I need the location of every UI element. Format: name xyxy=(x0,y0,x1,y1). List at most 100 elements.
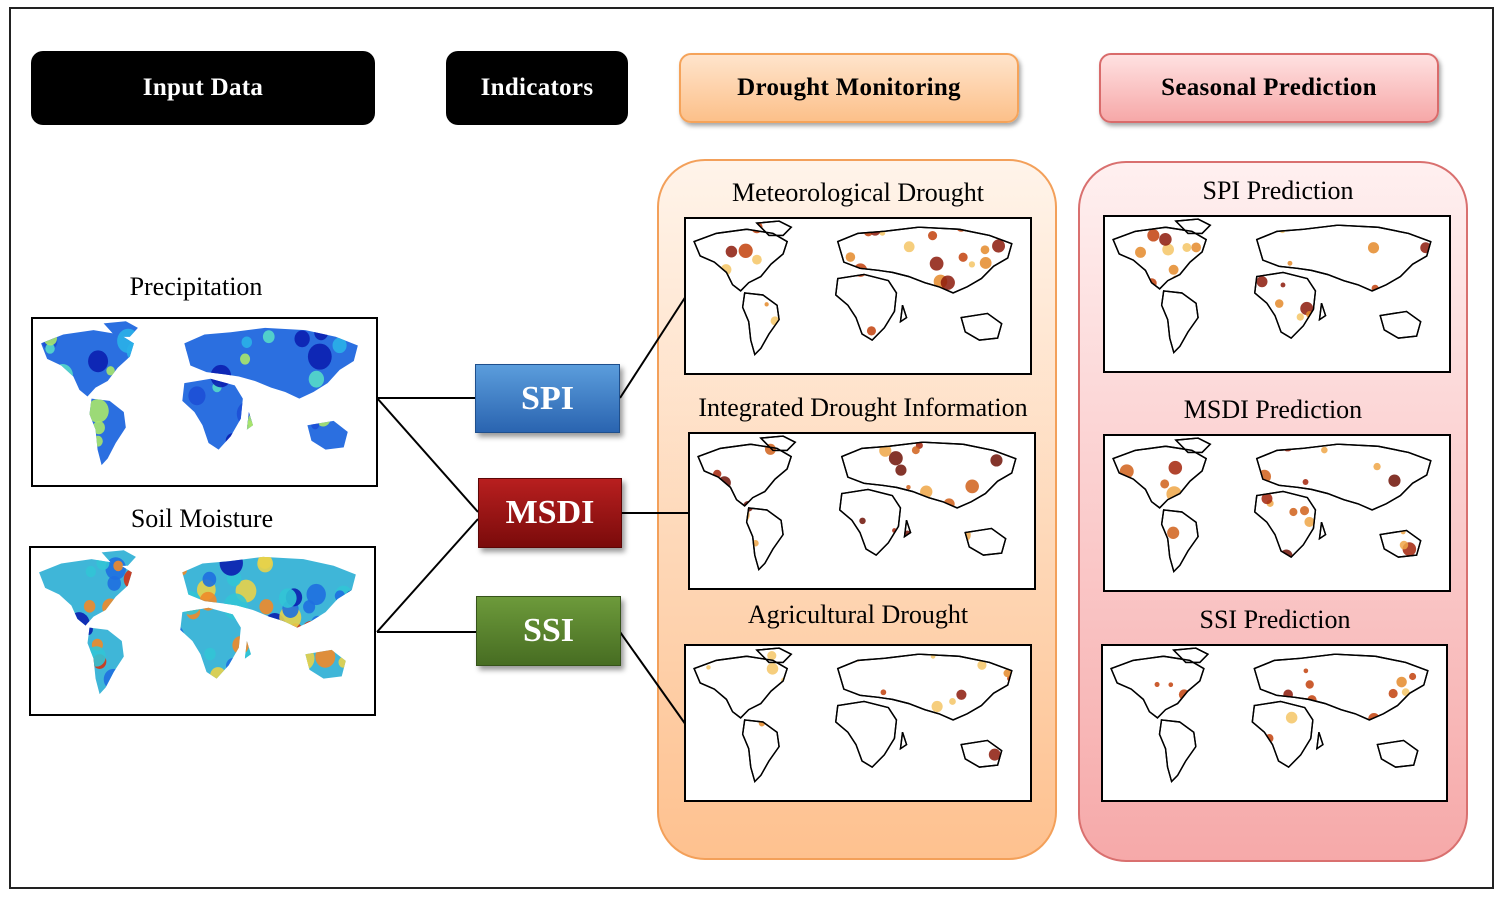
map-color-blob xyxy=(807,721,817,731)
map-color-blob xyxy=(702,505,708,511)
map-color-blob xyxy=(193,443,210,462)
map-color-blob xyxy=(307,343,332,370)
continent-outline xyxy=(1174,437,1212,454)
map-color-blob xyxy=(949,698,956,705)
spi-prediction-label: SPI Prediction xyxy=(1202,176,1354,205)
map-color-blob xyxy=(1388,688,1398,699)
map-color-blob xyxy=(1247,576,1251,581)
map-color-blob xyxy=(812,332,826,346)
map-color-blob xyxy=(1406,560,1421,572)
map-color-blob xyxy=(981,508,997,524)
map-color-blob xyxy=(826,554,840,568)
map-color-blob xyxy=(962,715,970,723)
map-color-blob xyxy=(1139,534,1155,551)
map-color-blob xyxy=(828,531,835,538)
map-color-blob xyxy=(1160,479,1170,489)
map-color-blob xyxy=(169,343,187,362)
map-color-blob xyxy=(1137,297,1151,311)
map-color-blob xyxy=(134,590,156,614)
map-color-blob xyxy=(880,689,887,696)
map-color-blob xyxy=(762,786,770,794)
continent-outline xyxy=(1251,700,1314,769)
map-color-blob xyxy=(136,639,149,653)
map-color-blob xyxy=(1409,672,1417,681)
map-color-blob xyxy=(727,529,737,539)
map-color-blob xyxy=(1195,729,1201,734)
map-color-blob xyxy=(124,358,141,377)
map-color-blob xyxy=(929,256,944,271)
map-color-blob xyxy=(41,460,57,466)
map-color-blob xyxy=(1401,688,1410,696)
map-color-blob xyxy=(764,443,776,455)
continent-shape xyxy=(1251,700,1314,769)
map-color-blob xyxy=(232,636,249,655)
continent-outline xyxy=(1174,218,1212,235)
continent-shape xyxy=(1379,310,1422,339)
header-input-data: Input Data xyxy=(31,51,375,125)
map-color-blob xyxy=(928,231,938,241)
map-color-blob xyxy=(1009,221,1012,234)
map-color-blob xyxy=(69,687,84,695)
world-map-graphic xyxy=(693,647,1013,794)
map-color-blob xyxy=(103,668,123,690)
map-color-blob xyxy=(1246,503,1254,511)
map-color-blob xyxy=(808,558,815,564)
map-color-blob xyxy=(955,527,971,543)
continent-outline xyxy=(1172,647,1210,664)
continent-outline xyxy=(840,441,1017,509)
map-color-blob xyxy=(1261,493,1273,505)
continent-outline xyxy=(899,305,908,324)
world-map-graphic xyxy=(1112,218,1432,354)
map-color-blob xyxy=(179,590,202,615)
map-color-blob xyxy=(1182,242,1192,253)
continent-shape xyxy=(41,330,134,397)
spi-prediction-map xyxy=(1103,215,1451,373)
map-color-blob xyxy=(1432,547,1441,556)
map-color-blob xyxy=(1235,667,1245,677)
map-color-blob xyxy=(161,342,178,361)
map-color-blob xyxy=(1239,234,1245,241)
map-color-blob xyxy=(802,648,813,659)
map-color-blob xyxy=(210,667,227,685)
map-color-blob xyxy=(792,478,798,485)
map-color-blob xyxy=(228,670,244,688)
map-color-blob xyxy=(275,444,292,463)
map-color-blob xyxy=(859,517,866,525)
continent-outline xyxy=(1255,443,1432,511)
map-color-blob xyxy=(159,646,169,656)
map-color-blob xyxy=(813,251,821,259)
header-seasonal-prediction: Seasonal Prediction xyxy=(1099,53,1439,123)
map-color-blob xyxy=(349,422,358,438)
continent-outline xyxy=(755,220,793,237)
continent-outline xyxy=(741,719,780,783)
map-color-blob xyxy=(157,321,180,342)
map-color-blob xyxy=(1278,558,1283,564)
map-color-blob xyxy=(66,425,80,440)
map-color-blob xyxy=(1437,546,1443,552)
map-color-blob xyxy=(913,558,919,564)
map-color-blob xyxy=(278,416,291,430)
map-color-blob xyxy=(1429,551,1431,563)
map-color-blob xyxy=(706,665,711,670)
map-color-blob xyxy=(262,330,275,344)
map-color-blob xyxy=(96,555,110,571)
integrated-drought-label: Integrated Drought Information xyxy=(698,393,1028,422)
continent-outline xyxy=(834,700,898,769)
map-color-blob xyxy=(703,275,711,283)
map-color-blob xyxy=(936,335,948,348)
map-color-blob xyxy=(210,364,232,388)
map-color-blob xyxy=(968,261,976,268)
map-color-blob xyxy=(160,383,175,400)
map-color-blob xyxy=(348,361,358,380)
map-color-blob xyxy=(1215,260,1230,275)
map-color-blob xyxy=(814,529,829,543)
map-color-blob xyxy=(1168,460,1183,475)
continent-outline xyxy=(1253,490,1317,559)
map-color-blob xyxy=(1139,711,1150,722)
map-color-blob xyxy=(1147,229,1160,242)
map-color-blob xyxy=(977,660,987,670)
map-color-blob xyxy=(793,729,799,735)
continent-outline xyxy=(741,292,780,356)
map-color-blob xyxy=(1219,570,1231,572)
map-color-blob xyxy=(992,239,1006,253)
